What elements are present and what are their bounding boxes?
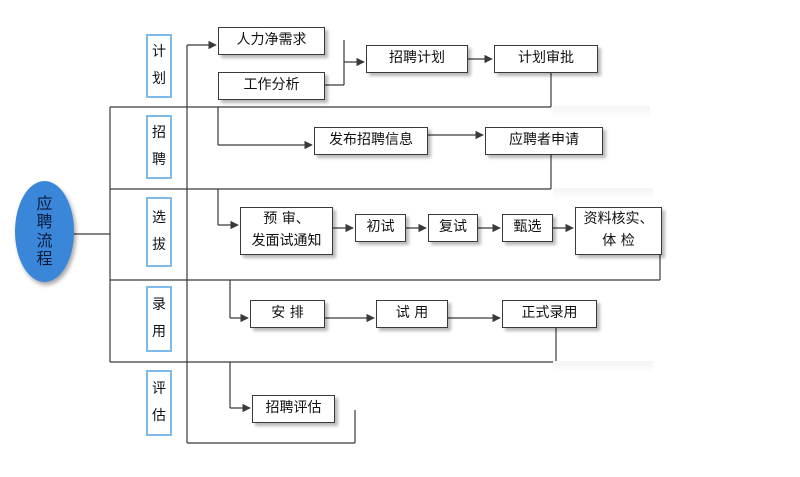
node-label: 工作分析 <box>243 77 300 94</box>
stage-char: 用 <box>152 324 166 340</box>
node-label: 人力净需求 <box>236 32 307 49</box>
title-char: 聘 <box>36 212 53 232</box>
stage-char: 拔 <box>152 237 166 253</box>
node-label: 招聘计划 <box>389 50 445 67</box>
node-label: 甄选 <box>513 219 542 236</box>
node-job-analysis: 工作分析 <box>218 72 325 100</box>
node-arrange: 安 排 <box>250 300 325 328</box>
node-label: 正式录用 <box>521 305 578 322</box>
stage-select: 选 拔 <box>146 197 172 267</box>
node-label: 应聘者申请 <box>509 132 579 149</box>
node-label: 发布招聘信息 <box>329 132 413 149</box>
node-publish-info: 发布招聘信息 <box>314 127 428 155</box>
decor-strip <box>553 106 650 118</box>
stage-char: 招 <box>152 125 166 142</box>
stage-char: 录 <box>152 297 166 314</box>
node-applicant-apply: 应聘者申请 <box>485 127 603 155</box>
stage-recruit: 招 聘 <box>146 115 172 179</box>
stage-char: 聘 <box>152 152 166 168</box>
node-label: 试 用 <box>395 305 429 322</box>
title-char: 程 <box>36 248 53 268</box>
stage-evaluate: 评 估 <box>146 370 172 436</box>
stage-char: 估 <box>152 408 166 424</box>
node-label: 招聘评估 <box>265 400 322 417</box>
stage-plan: 计 划 <box>146 34 172 98</box>
node-first-interview: 初试 <box>355 214 406 242</box>
node-label-line: 体 检 <box>602 233 635 249</box>
stage-char: 选 <box>152 210 166 227</box>
node-label-line: 发面试通知 <box>251 233 322 249</box>
node-second-interview: 复试 <box>428 214 478 242</box>
process-title-oval: 应 聘 流 程 <box>15 181 74 282</box>
stage-hire: 录 用 <box>146 286 172 352</box>
node-recruit-plan: 招聘计划 <box>366 45 468 73</box>
node-plan-approval: 计划审批 <box>494 45 598 73</box>
decor-strip <box>553 361 653 373</box>
stage-char: 划 <box>152 71 166 87</box>
node-label-line: 资料核实、 <box>583 211 654 228</box>
stage-char: 评 <box>152 381 166 398</box>
node-label: 安 排 <box>271 305 304 322</box>
node-label-line: 预 审、 <box>263 211 310 228</box>
node-label: 复试 <box>439 219 467 236</box>
node-recruit-evaluation: 招聘评估 <box>252 395 335 423</box>
node-trial: 试 用 <box>376 300 448 328</box>
node-formal-hire: 正式录用 <box>502 300 597 328</box>
node-prescreen-notice: 预 审、 发面试通知 <box>240 207 333 255</box>
node-verify-checkup: 资料核实、 体 检 <box>575 207 662 255</box>
node-manpower-demand: 人力净需求 <box>218 27 325 55</box>
node-label: 初试 <box>366 219 395 236</box>
node-final-select: 甄选 <box>502 214 553 242</box>
node-label: 计划审批 <box>518 50 574 67</box>
title-char: 流 <box>36 230 53 250</box>
decor-strip <box>553 188 653 200</box>
stage-char: 计 <box>152 44 166 61</box>
title-char: 应 <box>36 193 53 213</box>
